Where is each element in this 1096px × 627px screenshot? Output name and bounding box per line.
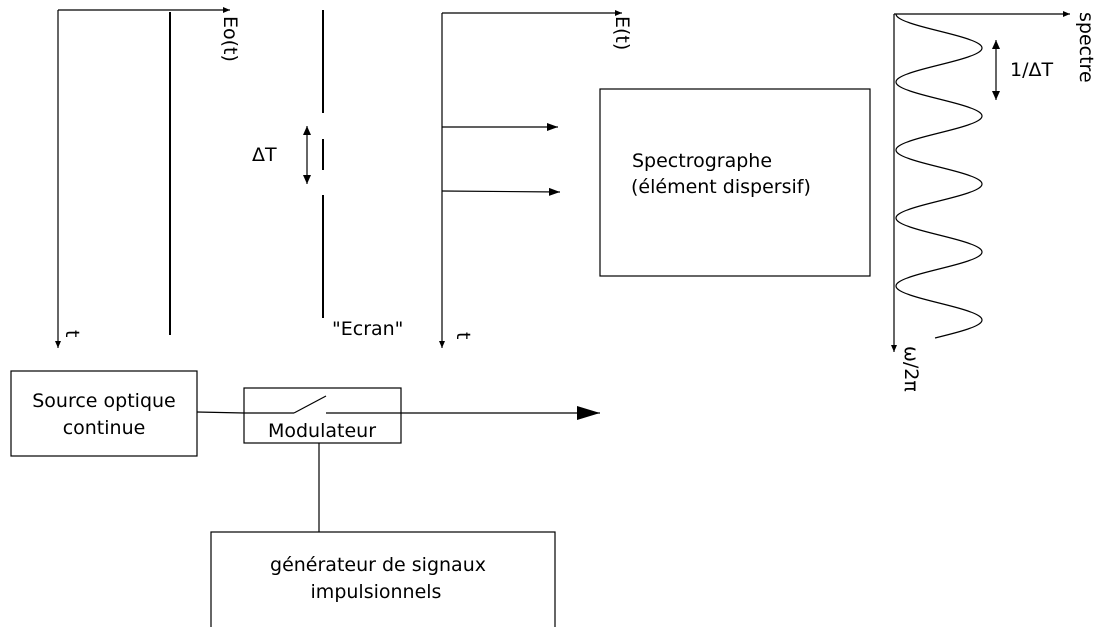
modulator-label: Modulateur	[268, 420, 376, 442]
modulator-frame	[243, 387, 402, 444]
spectrum-curve	[895, 13, 983, 339]
e-axes: E(t) t	[439, 10, 633, 348]
generator-box: générateur de signaux impulsionnels	[210, 531, 556, 627]
eo-label: Eo(t)	[219, 16, 241, 62]
spectrum-label: spectre	[1075, 12, 1096, 83]
spectrum-plot: 1/ΔT spectre ω/2π	[891, 11, 1096, 392]
spacing-label: 1/ΔT	[1010, 59, 1053, 81]
source-box: Source optique continue	[10, 370, 198, 457]
switch-blade	[293, 395, 327, 414]
generator-line-1: générateur de signaux	[270, 554, 486, 576]
eo-time-label: t	[61, 330, 83, 337]
gap-label: ΔT	[252, 144, 277, 166]
generator-line-2: impulsionnels	[311, 581, 442, 603]
spectrograph-frame	[599, 88, 871, 277]
spectrograph-line-1: Spectrographe	[632, 150, 772, 172]
spectrograph-line-2: (élément dispersif)	[631, 176, 811, 198]
eo-axes: Eo(t) t	[55, 7, 241, 348]
e-label: E(t)	[611, 16, 633, 50]
pulse-arrow-2	[441, 187, 561, 196]
spectrograph-box: Spectrographe (élément dispersif)	[599, 88, 871, 277]
e-time-label: t	[452, 332, 474, 339]
source-line-1: Source optique	[32, 390, 176, 412]
screen-label: "Ecran"	[332, 318, 403, 340]
modulator-box: Modulateur	[243, 387, 402, 444]
frequency-label: ω/2π	[900, 346, 922, 392]
generator-frame	[210, 531, 556, 627]
source-to-modulator-line	[196, 411, 245, 414]
source-line-2: continue	[63, 417, 146, 439]
source-frame	[10, 370, 198, 457]
screen: ΔT "Ecran"	[252, 10, 403, 340]
